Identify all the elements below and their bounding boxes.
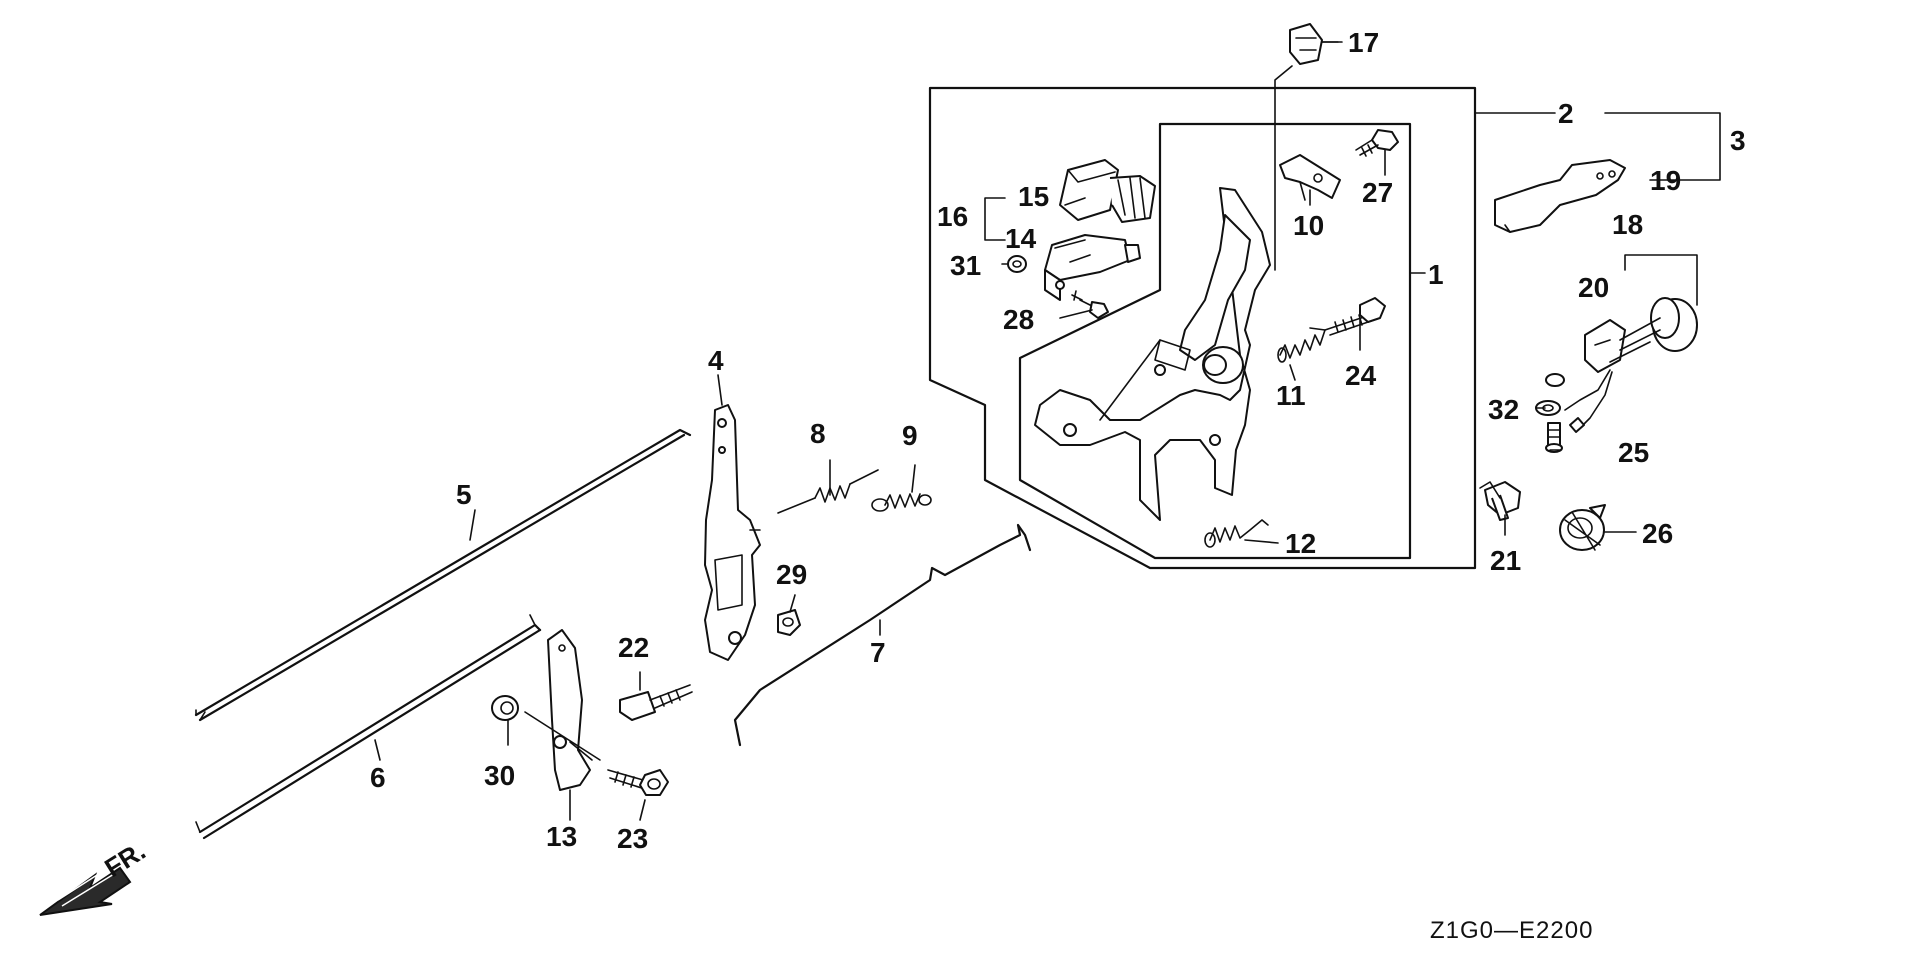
label-6: 6 <box>370 762 386 793</box>
leader-16 <box>984 197 1006 241</box>
label-2: 2 <box>1558 98 1574 129</box>
label-23: 23 <box>617 823 648 854</box>
part-29-nut <box>777 609 801 636</box>
label-16: 16 <box>937 201 968 232</box>
part-5-rod <box>194 428 692 722</box>
part-11-spring <box>1277 327 1326 363</box>
label-31: 31 <box>950 250 981 281</box>
front-direction-arrow-icon <box>39 866 132 916</box>
part-10-clip <box>1279 154 1341 201</box>
label-26: 26 <box>1642 518 1673 549</box>
assembly-2-boundary <box>928 86 1477 570</box>
label-5: 5 <box>456 479 472 510</box>
part-1-bracket <box>1034 187 1271 521</box>
label-14: 14 <box>1005 223 1037 254</box>
leader-18 <box>1624 254 1698 306</box>
part-8-spring <box>777 469 879 514</box>
label-25: 25 <box>1618 437 1649 468</box>
label-1: 1 <box>1428 259 1444 290</box>
part-24-screw <box>1324 297 1386 336</box>
label-19: 19 <box>1650 165 1681 196</box>
label-17: 17 <box>1348 27 1379 58</box>
part-26-clamp <box>1559 504 1606 551</box>
part-31-washer <box>1007 255 1027 273</box>
label-32: 32 <box>1488 394 1519 425</box>
label-29: 29 <box>776 559 807 590</box>
label-7: 7 <box>870 637 886 668</box>
label-18: 18 <box>1612 209 1643 240</box>
part-7-rod <box>733 523 1032 747</box>
label-20: 20 <box>1578 272 1609 303</box>
part-23-bolt <box>607 769 669 796</box>
part-13-lever <box>547 629 591 791</box>
part-19-plate <box>1494 159 1626 233</box>
label-24: 24 <box>1345 360 1377 391</box>
part-12-spring <box>1204 519 1269 548</box>
part-21-bolt <box>1479 481 1521 521</box>
diagram-code: Z1G0—E2200 <box>1430 917 1593 944</box>
part-20-coil <box>1564 297 1698 433</box>
assembly-1-boundary <box>1018 122 1412 560</box>
label-8: 8 <box>810 418 826 449</box>
part-6-rod <box>195 614 542 840</box>
part-4-lever <box>704 404 761 661</box>
label-9: 9 <box>902 420 918 451</box>
label-11: 11 <box>1276 380 1306 411</box>
part-32-washer <box>1535 373 1565 416</box>
label-13: 13 <box>546 821 577 852</box>
leader-lines <box>374 41 1637 821</box>
label-15: 15 <box>1018 181 1049 212</box>
label-4: 4 <box>708 345 724 376</box>
label-28: 28 <box>1003 304 1034 335</box>
label-27: 27 <box>1362 177 1393 208</box>
part-labels: 1 2 3 4 5 6 7 8 9 10 11 12 13 14 15 16 1… <box>370 27 1746 854</box>
part-14-switch <box>1044 234 1141 301</box>
label-12: 12 <box>1285 528 1316 559</box>
leader-3 <box>1604 112 1721 181</box>
label-21: 21 <box>1490 545 1521 576</box>
part-25-bolt <box>1545 422 1563 453</box>
part-22-knob <box>619 684 693 721</box>
label-22: 22 <box>618 632 649 663</box>
label-10: 10 <box>1293 210 1324 241</box>
part-27-bolt <box>1355 129 1399 157</box>
part-30-washer <box>491 695 519 721</box>
label-3: 3 <box>1730 125 1746 156</box>
part-15-holder <box>1059 159 1156 223</box>
part-9-spring <box>871 493 932 512</box>
label-30: 30 <box>484 760 515 791</box>
